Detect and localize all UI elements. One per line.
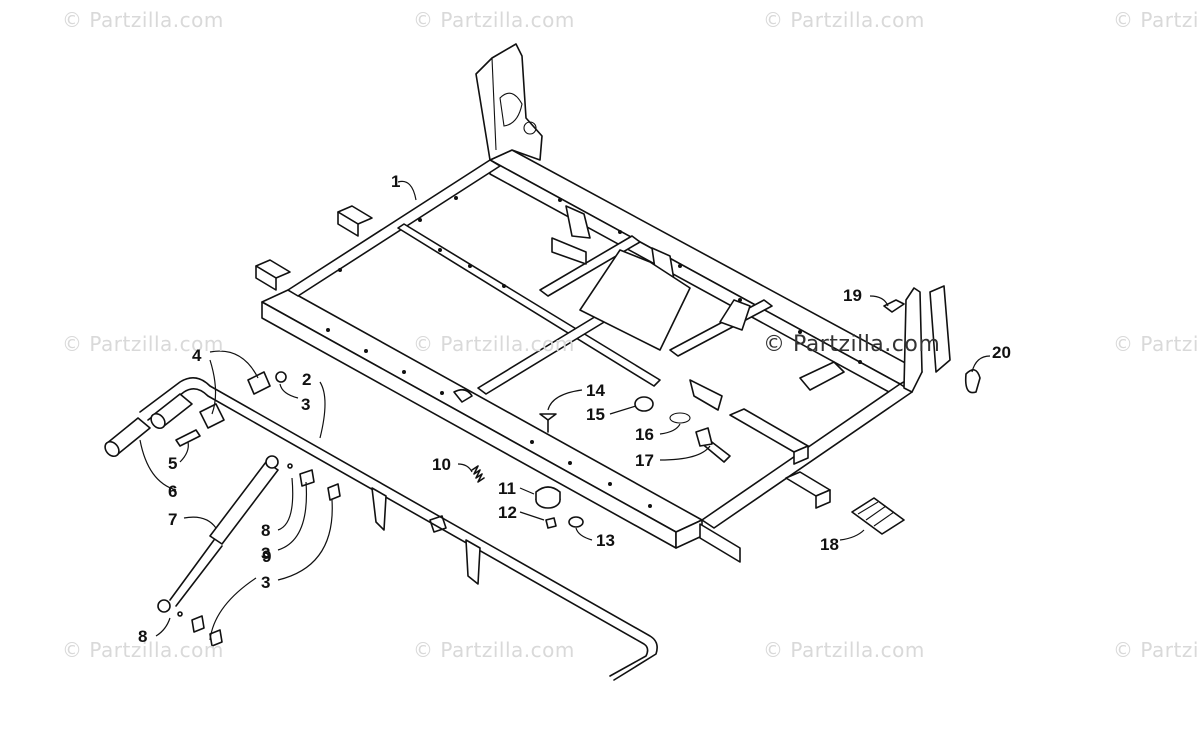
callout-8: 8 xyxy=(138,627,148,646)
callout-20: 20 xyxy=(992,343,1011,362)
watermark-center: © Partzilla.com xyxy=(763,332,941,357)
callout-9: 9 xyxy=(262,547,272,566)
callout-6: 6 xyxy=(168,482,178,501)
callout-19: 19 xyxy=(843,286,862,305)
watermark: © Partzilla.com xyxy=(62,8,224,32)
watermark: © Partzilla.com xyxy=(62,638,224,662)
clamp-drawing xyxy=(175,371,287,447)
leader-lines xyxy=(139,180,991,641)
callout-10: 10 xyxy=(432,455,451,474)
watermark: © Partzilla.com xyxy=(413,638,575,662)
callout-11: 11 xyxy=(498,479,516,498)
callout-5: 5 xyxy=(168,454,178,473)
callout-3: 3 xyxy=(261,544,271,563)
right-side-parts-drawing xyxy=(669,299,981,535)
watermark: © Partzilla.com xyxy=(413,8,575,32)
watermark: © Partzilla.com xyxy=(1113,332,1200,356)
callout-4: 4 xyxy=(192,346,202,365)
callout-16: 16 xyxy=(635,425,654,444)
callout-7: 7 xyxy=(168,510,178,529)
callout-2: 2 xyxy=(302,370,312,389)
frame-drawing xyxy=(255,43,951,563)
watermark: © Partzilla.com xyxy=(1113,638,1200,662)
callout-13: 13 xyxy=(596,531,615,550)
grips-drawing xyxy=(104,393,193,458)
callout-14: 14 xyxy=(586,381,605,400)
watermark: © Partzilla.com xyxy=(1113,8,1200,32)
small-parts-drawing xyxy=(471,396,654,529)
watermark: © Partzilla.com xyxy=(763,8,925,32)
callout-17: 17 xyxy=(635,451,654,470)
watermark: © Partzilla.com xyxy=(413,332,575,356)
callout-18: 18 xyxy=(820,535,839,554)
callout-15: 15 xyxy=(586,405,605,424)
callout-3: 3 xyxy=(301,395,311,414)
gas-strut-drawing xyxy=(157,455,341,647)
grab-bar-drawing xyxy=(139,377,658,681)
callout-3: 3 xyxy=(261,573,271,592)
callout-1: 1 xyxy=(391,172,401,191)
callout-8: 8 xyxy=(261,521,271,540)
watermark: © Partzilla.com xyxy=(62,332,224,356)
callout-12: 12 xyxy=(498,503,517,522)
watermark: © Partzilla.com xyxy=(763,638,925,662)
